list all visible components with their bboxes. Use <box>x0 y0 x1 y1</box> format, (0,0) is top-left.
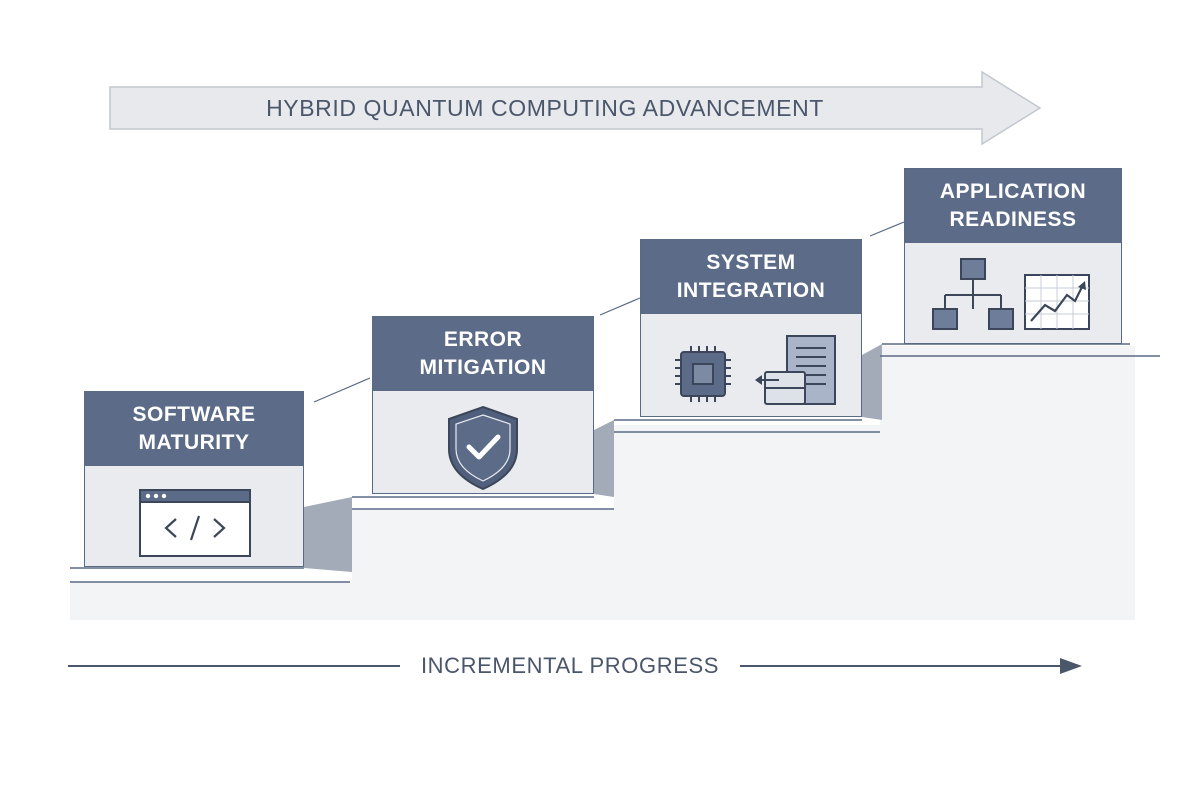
step-card-application-readiness: APPLICATION READINESS <box>904 168 1122 344</box>
shield-check-icon <box>448 405 518 491</box>
trend-chart-icon <box>1024 274 1090 330</box>
top-banner-arrow <box>109 70 1042 146</box>
step-title: SYSTEM INTEGRATION <box>641 240 861 314</box>
step-card-system-integration: SYSTEM INTEGRATION <box>640 239 862 417</box>
connector-lines <box>313 221 905 403</box>
step-title: APPLICATION READINESS <box>905 169 1121 243</box>
step-title: SOFTWARE MATURITY <box>85 392 303 466</box>
module-arrow-icon <box>755 371 806 405</box>
progress-arrowhead <box>1060 658 1082 674</box>
stair-floor <box>70 346 1135 620</box>
code-window-icon <box>139 489 251 557</box>
stair-riser-3 <box>862 344 882 420</box>
hierarchy-chart-icon <box>932 258 1090 330</box>
step-card-software-maturity: SOFTWARE MATURITY <box>84 391 304 567</box>
diagram-title: HYBRID QUANTUM COMPUTING ADVANCEMENT <box>266 94 824 121</box>
progress-label: INCREMENTAL PROGRESS <box>400 650 740 682</box>
stair-riser-1 <box>304 497 352 572</box>
stair-tread-lines <box>70 343 1160 583</box>
chip-icon <box>675 346 731 402</box>
step-card-error-mitigation: ERROR MITIGATION <box>372 316 594 494</box>
hierarchy-icon <box>932 258 1014 330</box>
step-title: ERROR MITIGATION <box>373 317 593 391</box>
stair-riser-2 <box>594 420 614 497</box>
chip-document-icon <box>675 335 836 405</box>
